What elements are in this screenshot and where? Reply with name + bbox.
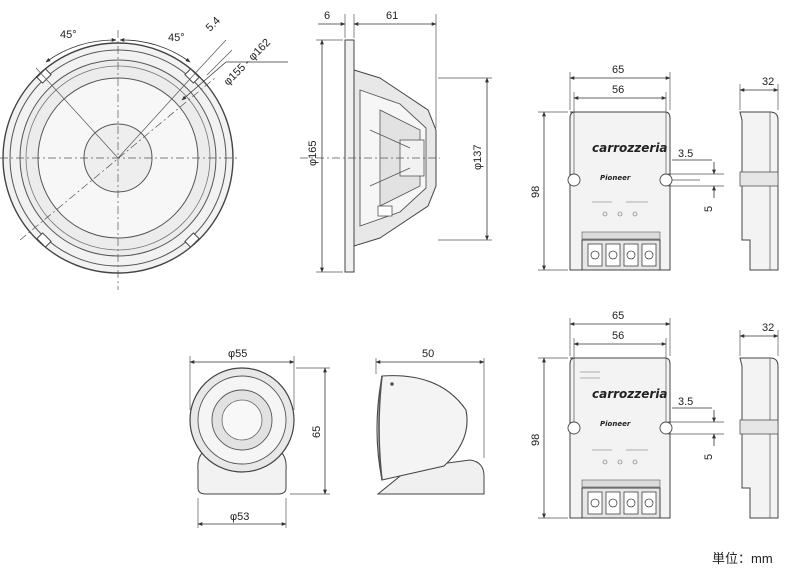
network-top-width-holes-label: 56 (612, 84, 624, 96)
woofer-depth-front-label: 6 (324, 10, 330, 22)
network-bottom-brand-logo: carrozzeria (592, 387, 668, 401)
woofer-side-view (300, 14, 492, 273)
network-top-maker-logo: Pioneer (600, 174, 631, 182)
network-bottom-side-view (739, 330, 779, 519)
tweeter-base-diameter-label: φ53 (230, 511, 249, 523)
network-top-hole-diameter-label: 3.5 (678, 148, 693, 160)
network-bottom-side-depth-label: 32 (762, 322, 774, 334)
woofer-front-view (0, 30, 288, 290)
woofer-offset-label: 5.4 (204, 15, 223, 34)
network-top-front-view (538, 72, 724, 271)
woofer-depth-body-label: 61 (386, 10, 398, 22)
network-bottom-width-holes-label: 56 (612, 330, 624, 342)
tweeter-side-view (375, 358, 485, 495)
network-bottom-width-total-label: 65 (612, 310, 624, 322)
network-bottom-hole-diameter-label: 3.5 (678, 396, 693, 408)
network-top-height-label: 98 (530, 186, 542, 198)
network-bottom-hole-offset-label: 5 (703, 454, 715, 460)
network-top-width-total-label: 65 (612, 64, 624, 76)
units-label: 単位：mm (712, 551, 773, 566)
tweeter-depth-label: 50 (422, 348, 434, 360)
network-top-side-view (739, 84, 779, 271)
tweeter-height-label: 65 (311, 426, 323, 438)
tweeter-front-view (189, 356, 330, 528)
network-top-hole-offset-label: 5 (703, 206, 715, 212)
network-bottom-maker-logo: Pioneer (600, 420, 631, 428)
tweeter-head-diameter-label: φ55 (228, 348, 247, 360)
network-top-brand-logo: carrozzeria (592, 141, 668, 155)
network-bottom-front-view (538, 318, 724, 519)
woofer-mount-diameter-label: φ155 - φ162 (222, 37, 273, 88)
woofer-outer-diameter-label: φ165 (307, 141, 319, 167)
network-bottom-height-label: 98 (530, 434, 542, 446)
network-top-side-depth-label: 32 (762, 76, 774, 88)
woofer-angle-left-label: 45° (60, 29, 77, 41)
woofer-angle-right-label: 45° (168, 32, 185, 44)
woofer-magnet-diameter-label: φ137 (472, 145, 484, 171)
